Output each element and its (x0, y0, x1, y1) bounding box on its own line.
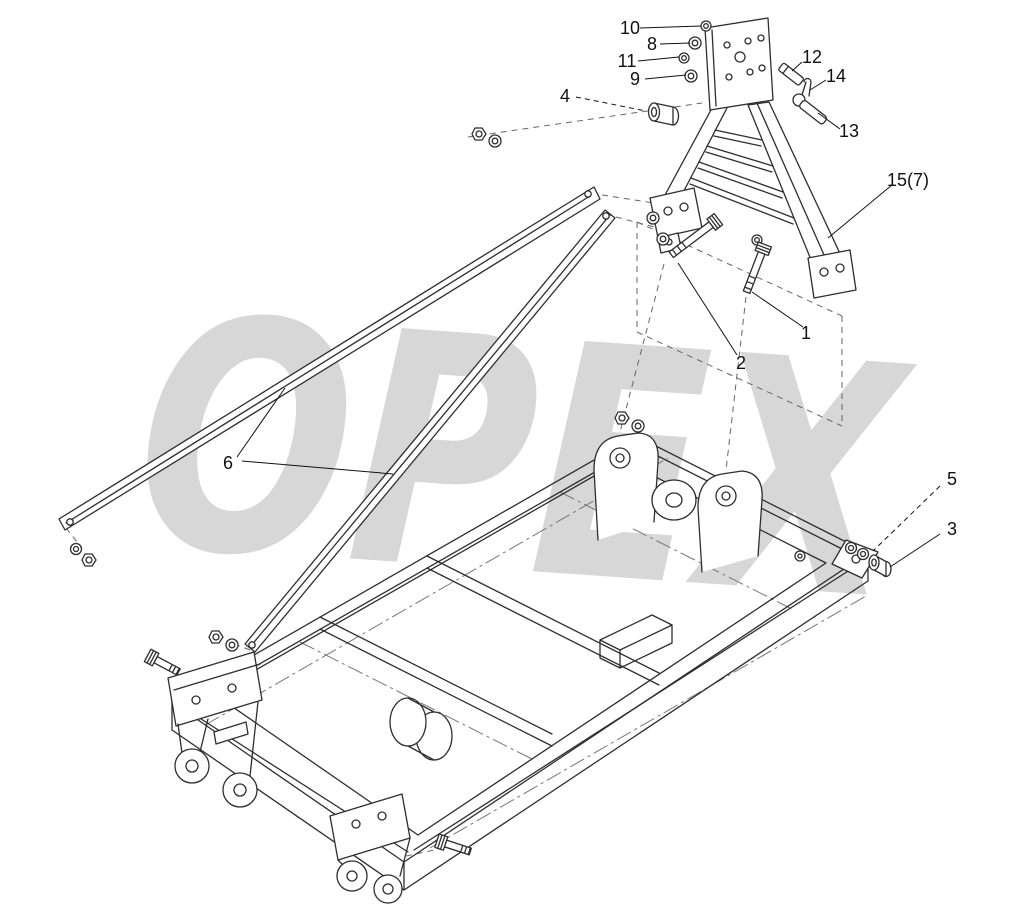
retainer-rings (678, 20, 712, 83)
cotter-pin-14 (801, 77, 812, 97)
part-label-14: 14 (826, 66, 846, 86)
part-label-12: 12 (802, 47, 822, 67)
bolt-1 (742, 234, 773, 295)
leader-line-5 (872, 485, 941, 552)
part-label-2: 2 (736, 353, 746, 373)
part-label-5: 5 (947, 469, 957, 489)
linch-pin-13 (792, 93, 828, 125)
bushing-3 (868, 554, 892, 578)
frame-bolt-left (143, 648, 181, 676)
part-label-4: 4 (560, 86, 570, 106)
part-label-3: 3 (947, 519, 957, 539)
part-label-1: 1 (801, 323, 811, 343)
a-frame-mast (649, 101, 857, 299)
washers-5 (844, 541, 870, 561)
part-label-13: 13 (839, 121, 859, 141)
bushing-4 (647, 102, 680, 126)
leader-line-1 (751, 291, 804, 328)
part-label-15-7: 15(7) (887, 170, 929, 190)
part-label-9: 9 (630, 69, 640, 89)
part-label-11: 11 (618, 51, 637, 71)
part-label-8: 8 (647, 34, 657, 54)
brace-bars (58, 186, 616, 653)
leader-line-15 (827, 184, 893, 239)
leader-line-6b (241, 460, 394, 475)
leader-line-8 (659, 42, 691, 45)
frame-bolt-bottom (434, 833, 473, 856)
leader-line-4 (575, 96, 647, 112)
bolt-2 (646, 211, 724, 259)
nut-washer-mid (614, 411, 645, 433)
leader-line-11 (637, 56, 680, 62)
part-labels: 10 8 11 9 4 12 14 13 15(7) 1 2 6 5 3 (223, 18, 957, 539)
leader-line-3 (889, 533, 941, 568)
nut-washer-top-left (471, 127, 502, 148)
top-bracket-plate (704, 17, 774, 111)
part-label-10: 10 (620, 18, 640, 38)
nut-washer-left-bar (69, 542, 97, 567)
leader-line-13 (817, 112, 841, 130)
leader-line-12 (791, 61, 803, 72)
pin-12 (778, 62, 804, 86)
part-label-6: 6 (223, 453, 233, 473)
leader-line-10 (639, 25, 702, 29)
leader-line-6a (236, 387, 286, 458)
leader-line-2 (677, 262, 738, 356)
leader-lines (236, 25, 941, 568)
main-frame (167, 432, 879, 904)
leader-line-9 (644, 74, 687, 80)
nut-washer-lower-bar (208, 630, 239, 652)
leader-line-14 (809, 79, 827, 91)
